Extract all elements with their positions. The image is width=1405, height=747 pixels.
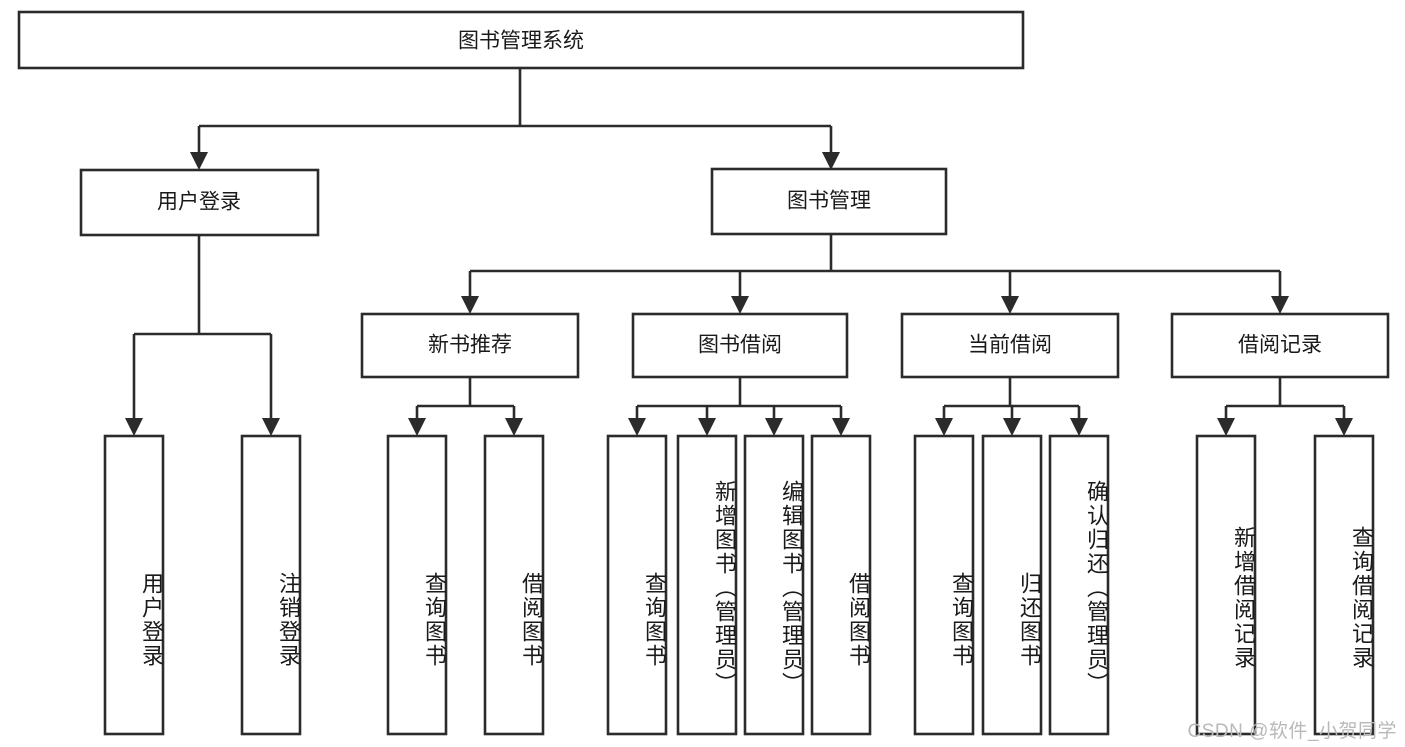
leaf-box-user-login-2[interactable] <box>240 434 302 736</box>
node-borrow-record-box[interactable] <box>1170 312 1390 379</box>
connector-group-root <box>190 68 840 170</box>
connector-group-current-borrow <box>935 377 1088 436</box>
arrow-book-borrow-leaf-2 <box>698 418 716 436</box>
arrow-book-mgmt-child-2 <box>731 296 749 314</box>
arrow-borrow-record-leaf-1 <box>1217 418 1235 436</box>
leaf-box-new-book-2[interactable] <box>483 434 545 736</box>
connector-group-book-mgmt <box>461 233 1289 314</box>
node-book-management-box[interactable] <box>710 167 948 236</box>
arrow-book-borrow-leaf-4 <box>832 418 850 436</box>
arrow-new-book-leaf-1 <box>408 418 426 436</box>
arrow-book-mgmt-child-1 <box>461 296 479 314</box>
node-new-book-recommend-label: 新书推荐 <box>428 334 512 357</box>
leaf-box-book-borrow-2[interactable] <box>676 434 738 736</box>
arrow-book-mgmt-child-3 <box>1001 296 1019 314</box>
arrow-book-mgmt-child-4 <box>1271 296 1289 314</box>
connector-group-book-borrow <box>628 377 850 436</box>
arrow-user-login-leaf-1 <box>125 418 143 436</box>
leaf-box-book-borrow-3[interactable] <box>743 434 805 736</box>
node-new-book-recommend-box[interactable] <box>360 312 580 379</box>
leaf-box-user-login-1[interactable] <box>103 434 165 736</box>
node-user-login[interactable]: 用户登录 <box>79 168 320 237</box>
node-root-label: 图书管理系统 <box>458 30 584 53</box>
arrow-current-borrow-leaf-1 <box>935 418 953 436</box>
leaf-box-current-borrow-2[interactable] <box>981 434 1043 736</box>
leaf-box-current-borrow-1[interactable] <box>913 434 975 736</box>
arrow-root-to-user-login <box>190 152 208 170</box>
node-book-borrow[interactable]: 图书借阅 <box>631 312 849 379</box>
node-book-management-label: 图书管理 <box>787 190 871 213</box>
node-new-book-recommend[interactable]: 新书推荐 <box>360 312 580 379</box>
node-current-borrow[interactable]: 当前借阅 <box>900 312 1120 379</box>
arrow-root-to-book-mgmt <box>822 152 840 170</box>
node-book-borrow-box[interactable] <box>631 312 849 379</box>
arrow-book-borrow-leaf-3 <box>765 418 783 436</box>
leaf-box-book-borrow-4[interactable] <box>810 434 872 736</box>
arrow-current-borrow-leaf-3 <box>1070 418 1088 436</box>
node-current-borrow-box[interactable] <box>900 312 1120 379</box>
leaf-box-current-borrow-3[interactable] <box>1048 434 1110 736</box>
node-user-login-box[interactable] <box>79 168 320 237</box>
watermark-label: CSDN @软件_小贺同学 <box>1187 721 1397 742</box>
connector-group-new-book <box>408 377 523 436</box>
arrow-user-login-leaf-2 <box>262 418 280 436</box>
node-borrow-record[interactable]: 借阅记录 <box>1170 312 1390 379</box>
node-root-box[interactable] <box>17 10 1025 70</box>
leaf-box-new-book-1[interactable] <box>386 434 448 736</box>
node-root[interactable]: 图书管理系统 <box>17 10 1025 70</box>
arrow-new-book-leaf-2 <box>505 418 523 436</box>
leaf-box-book-borrow-1[interactable] <box>606 434 668 736</box>
leaf-box-borrow-record-2[interactable] <box>1313 434 1375 736</box>
arrow-current-borrow-leaf-2 <box>1003 418 1021 436</box>
node-book-borrow-label: 图书借阅 <box>698 334 782 357</box>
connector-group-borrow-record <box>1217 377 1353 436</box>
arrow-borrow-record-leaf-2 <box>1335 418 1353 436</box>
connector-group-user-login <box>125 235 280 436</box>
node-book-management[interactable]: 图书管理 <box>710 167 948 236</box>
arrow-book-borrow-leaf-1 <box>628 418 646 436</box>
leaf-box-borrow-record-1[interactable] <box>1195 434 1257 736</box>
node-borrow-record-label: 借阅记录 <box>1238 334 1322 357</box>
node-current-borrow-label: 当前借阅 <box>968 334 1052 357</box>
node-user-login-label: 用户登录 <box>157 191 241 214</box>
